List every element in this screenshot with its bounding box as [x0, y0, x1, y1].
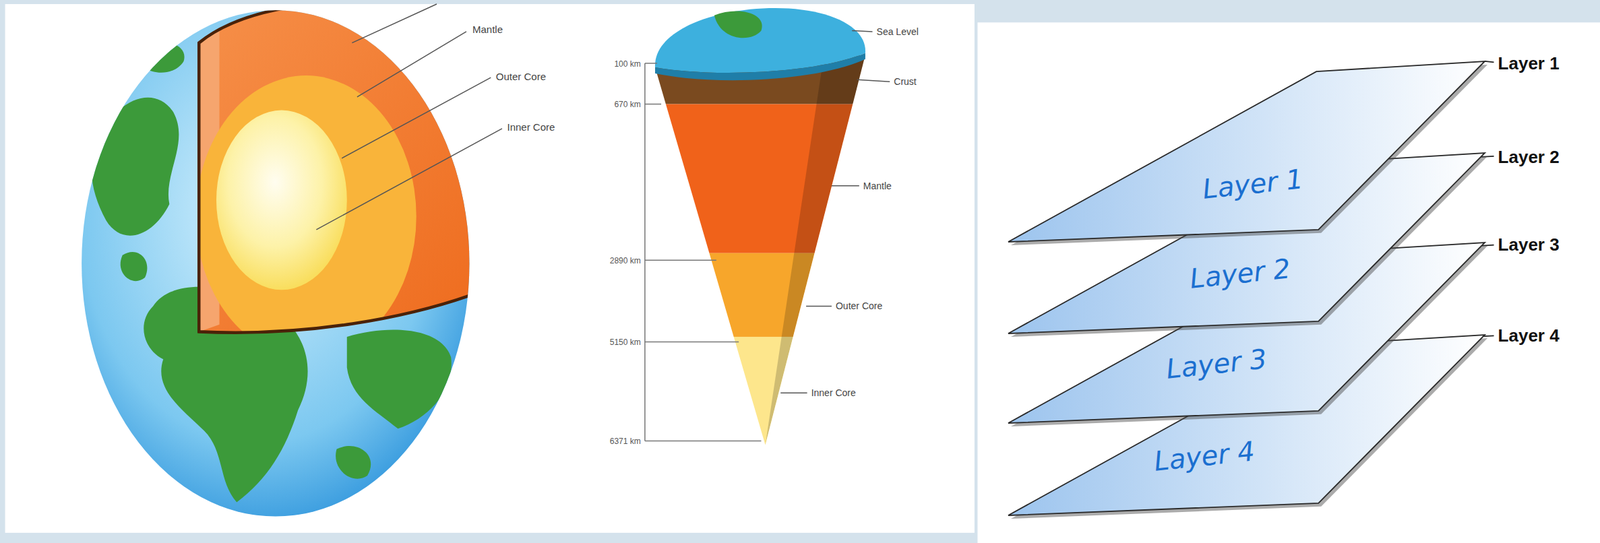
cutaway-outline — [198, 2, 480, 333]
label-holder: Layer 3 — [1498, 234, 1560, 256]
label-holder: Mantle — [472, 23, 503, 36]
earth-cone — [642, 8, 890, 449]
continent — [130, 42, 185, 73]
scale-tick — [644, 103, 662, 106]
leader-line — [341, 77, 491, 159]
depth-label: 2890 km — [609, 256, 641, 266]
part-label: Inner Core — [811, 387, 856, 399]
land-patch — [714, 10, 763, 38]
label-holder: Outer Core — [496, 70, 546, 83]
scale-tick — [644, 62, 658, 65]
leader-line — [857, 79, 890, 82]
leader-line — [357, 31, 467, 98]
left-panel — [5, 4, 975, 534]
continent — [335, 446, 371, 480]
depth-label: 6371 km — [609, 436, 641, 447]
scale-tick — [644, 260, 717, 262]
continent — [91, 97, 180, 236]
continent — [347, 330, 452, 430]
label-holder: 2890 km — [609, 254, 641, 267]
layer-callout: Layer 4 — [1498, 325, 1560, 347]
earth-leaders — [316, 4, 503, 230]
depth-label: 100 km — [613, 59, 641, 69]
layer-callout: Layer 3 — [1498, 234, 1560, 256]
inner-core-layer — [216, 110, 348, 291]
plane-outline — [1008, 334, 1485, 516]
label-holder: Crust — [893, 75, 916, 88]
part-label: Mantle — [863, 180, 892, 192]
right-panel — [977, 22, 1600, 543]
leader-line — [1484, 61, 1495, 63]
scale-tick — [644, 440, 762, 443]
outer-core-band — [642, 253, 878, 337]
part-label: Inner Core — [506, 121, 555, 133]
cone-leaders — [780, 30, 890, 393]
cone-side-face — [765, 55, 866, 446]
inner-core-band — [642, 336, 878, 450]
label-holder: Outer Core — [835, 299, 883, 313]
layer-plane: Layer 1 — [1001, 54, 1492, 249]
label-holder: Sea Level — [876, 25, 919, 38]
label-holder: 100 km — [613, 57, 641, 70]
leader-line — [780, 392, 807, 395]
leader-line — [831, 185, 860, 187]
leader-line — [851, 30, 873, 32]
label-holder: Layer 4 — [1498, 325, 1560, 347]
scale-line — [644, 63, 646, 442]
plane-shape — [1001, 54, 1492, 249]
part-label: Sea Level — [876, 26, 919, 38]
leader-line — [316, 128, 503, 230]
depth-scale — [644, 63, 762, 442]
depth-label: 5150 km — [609, 337, 641, 348]
part-label: Crust — [893, 76, 916, 87]
label-holder: 670 km — [613, 97, 641, 110]
earth-globe — [81, 0, 503, 517]
layer-callout: Layer 2 — [1498, 146, 1560, 168]
part-label: Outer Core — [835, 300, 883, 312]
depth-label: 670 km — [613, 99, 641, 110]
label-holder: Inner Core — [811, 386, 856, 399]
part-label: Mantle — [472, 23, 503, 36]
cutaway — [194, 0, 490, 358]
label-holder: Mantle — [863, 179, 892, 193]
leader-line — [806, 305, 832, 308]
label-holder: Inner Core — [506, 121, 555, 134]
continent — [120, 252, 148, 282]
scale-tick — [644, 341, 739, 344]
label-holder: Layer 1 — [1498, 52, 1560, 74]
layer-callout: Layer 1 — [1498, 52, 1560, 74]
label-holder: Layer 2 — [1498, 146, 1560, 168]
sea-rim — [655, 53, 866, 81]
leader-line — [351, 4, 437, 44]
label-holder: 6371 km — [609, 434, 641, 447]
outer-core-layer — [196, 75, 417, 358]
label-holder: 5150 km — [609, 335, 641, 348]
part-label: Outer Core — [496, 70, 546, 83]
